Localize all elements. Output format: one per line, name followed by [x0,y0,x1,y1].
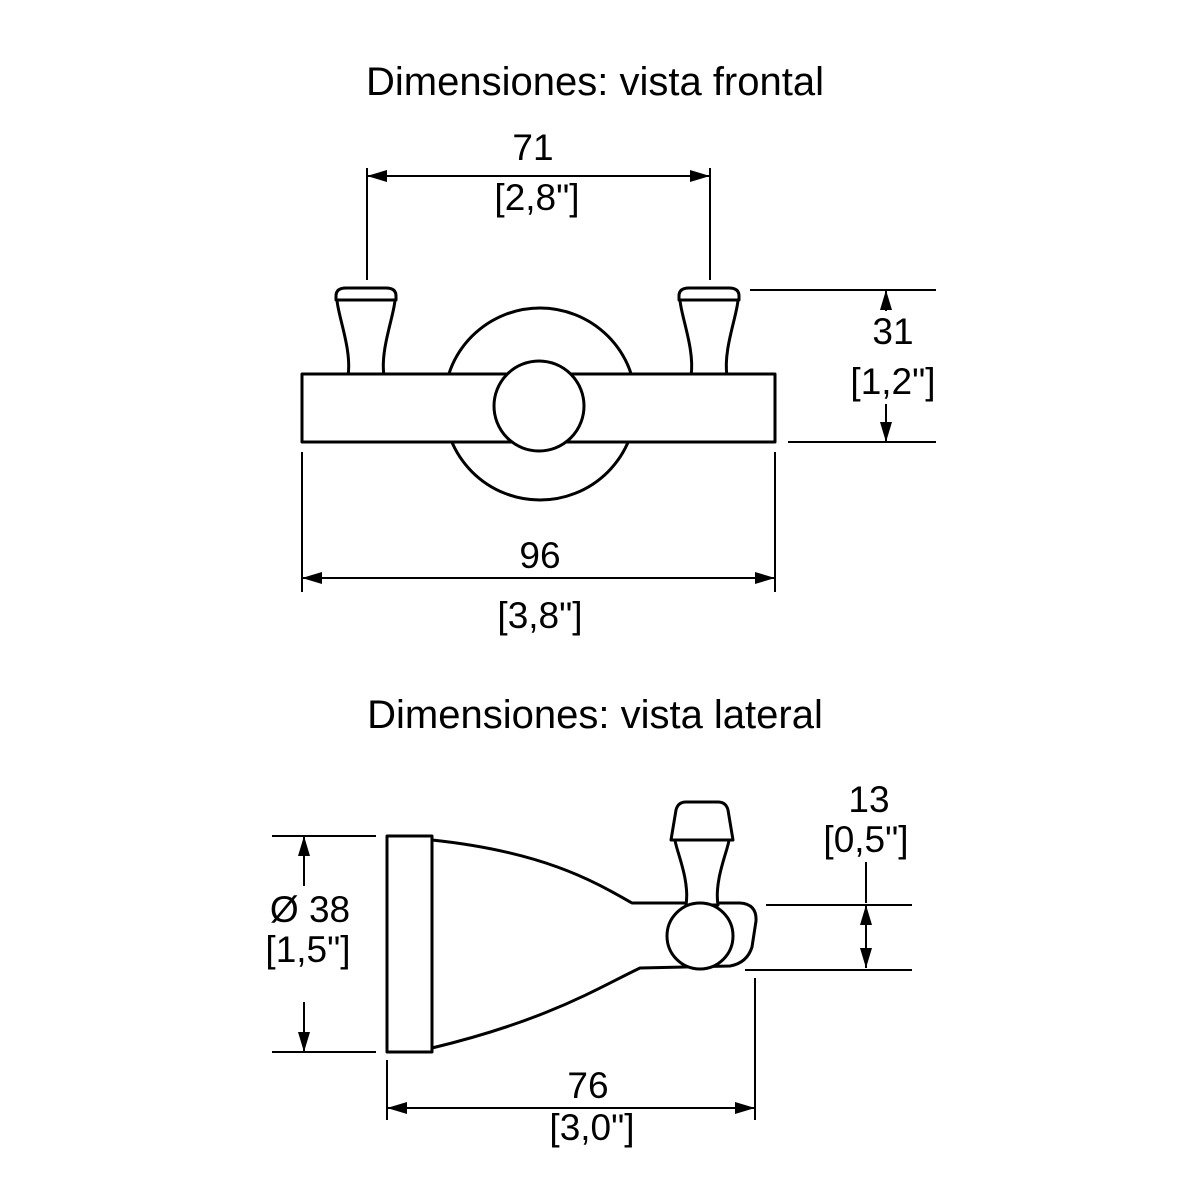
front-dim-total-width: 96 [3,8"] [301,452,776,636]
trumpet-arm [430,838,758,1050]
dim-value-inch: [3,0"] [549,1107,634,1148]
side-view-title: Dimensiones: vista lateral [367,693,823,737]
dim-value-inch: [0,5"] [823,819,908,860]
side-dim-projection: 76 [3,0"] [386,978,756,1148]
dim-value-mm: Ø 38 [270,889,350,930]
side-hook-body [673,838,731,907]
dim-value-inch: [1,2"] [850,361,935,402]
dim-value-mm: 13 [848,779,889,820]
dim-value-mm: 76 [567,1065,608,1106]
front-view: Dimensiones: vista frontal 71 [2,8"] [300,60,936,636]
dim-value-mm: 31 [872,311,913,352]
dim-value-inch: [1,5"] [265,929,350,970]
left-hook-cap [334,286,398,302]
hook-ball [665,901,735,971]
wall-flange [385,834,434,1054]
dim-value-mm: 71 [512,127,553,168]
front-dim-hook-spacing: 71 [2,8"] [366,127,711,280]
dim-value-mm: 96 [519,535,560,576]
side-view-object [385,800,758,1054]
front-dim-height: 31 [1,2"] [750,289,936,443]
center-boss-circle [492,359,586,453]
left-hook-body [335,298,397,378]
right-hook-body [678,298,740,378]
dim-value-inch: [3,8"] [497,595,582,636]
front-view-object [300,286,777,502]
side-dim-hook: 13 [0,5"] [745,779,912,971]
side-view: Dimensiones: vista lateral 13 [0,5"] [265,693,912,1148]
side-dim-flange-diameter: Ø 38 [1,5"] [265,835,376,1053]
front-view-title: Dimensiones: vista frontal [366,60,824,104]
dim-value-inch: [2,8"] [494,177,579,218]
side-hook-cap [669,800,735,842]
right-hook-cap [677,286,741,302]
